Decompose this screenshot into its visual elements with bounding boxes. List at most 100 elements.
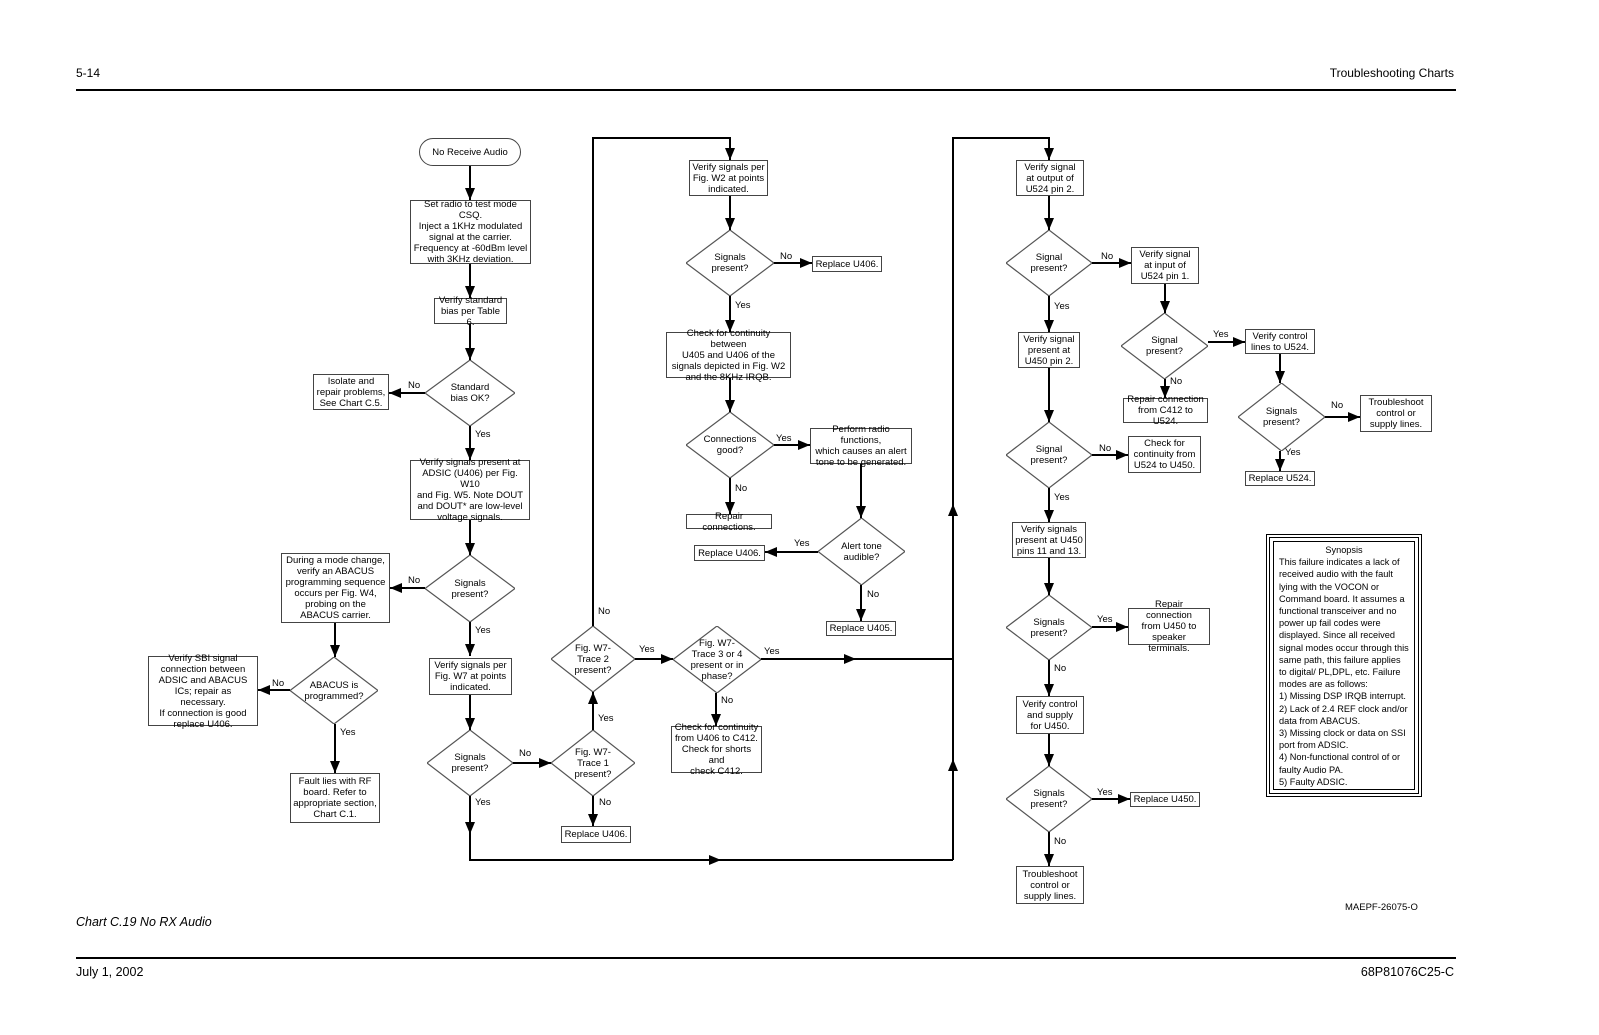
no-label: No	[735, 483, 748, 494]
replace-u450-box: Replace U450.	[1130, 792, 1200, 807]
signals-present-decision: Signals present?	[1238, 383, 1325, 451]
arrowhead	[1044, 583, 1054, 595]
no-label: No	[1331, 400, 1344, 411]
decision-text: Standard bias OK?	[450, 382, 490, 404]
signals-present-decision: Signals present?	[686, 230, 774, 296]
verify-u524-input-box: Verify signal at input of U524 pin 1.	[1131, 247, 1199, 284]
decision-text: Signal present?	[1030, 252, 1068, 274]
no-label: No	[1054, 663, 1067, 674]
yes-label: Yes	[1054, 492, 1070, 503]
arrowhead	[1044, 854, 1054, 866]
replace-u406-box: Replace U406.	[561, 826, 631, 843]
verify-u450-pins-box: Verify signals present at U450 pins 11 a…	[1012, 522, 1086, 558]
decision-text: Signals present?	[1263, 406, 1300, 428]
yes-label: Yes	[598, 713, 614, 724]
arrowhead	[258, 685, 270, 695]
trace34-decision: Fig. W7- Trace 3 or 4 present or in phas…	[673, 626, 761, 693]
decision-text: Signals present?	[451, 577, 489, 600]
no-label: No	[408, 575, 421, 586]
arrowhead	[465, 718, 475, 730]
arrowhead	[588, 692, 598, 704]
synopsis-box: Synopsis This failure indicates a lack o…	[1266, 534, 1422, 797]
no-label: No	[598, 606, 611, 617]
verify-sbi-box: Verify SBI signal connection between ADS…	[148, 653, 258, 730]
synopsis-title: Synopsis	[1325, 545, 1363, 555]
repair-c412-u524-box: Repair connection from C412 to U524.	[1123, 394, 1208, 427]
yes-label: Yes	[1285, 447, 1301, 458]
check-c412-box: Check for continuity from U406 to C412. …	[671, 722, 762, 777]
decision-text: Fig. W7- Trace 2 present?	[574, 642, 612, 676]
arrowhead	[390, 583, 402, 593]
arrowhead	[1044, 148, 1054, 160]
signal-present-decision: Signal present?	[1006, 230, 1092, 296]
verify-control-u450-box: Verify control and supply for U450.	[1016, 696, 1084, 734]
arrowhead	[330, 645, 340, 657]
no-label: No	[867, 589, 880, 600]
decision-text: Connections good?	[703, 434, 757, 456]
decision-text: Signals present?	[451, 752, 489, 774]
yes-label: Yes	[1097, 614, 1113, 625]
arrowhead	[661, 654, 673, 664]
signals-present-decision: Signals present?	[425, 555, 515, 622]
trace2-decision: Fig. W7- Trace 2 present?	[551, 626, 635, 692]
decision-text: Fig. W7- Trace 3 or 4 present or in phas…	[690, 637, 744, 682]
arrowhead	[1044, 218, 1054, 230]
abacus-programmed-decision: ABACUS is programmed?	[290, 657, 378, 724]
arrowhead	[1275, 371, 1285, 383]
figure-id: MAEPF-26075-O	[1345, 902, 1418, 913]
arrowhead	[765, 547, 777, 557]
decision-text: Signals present?	[711, 252, 749, 274]
no-label: No	[408, 380, 421, 391]
verify-u524-output-box: Verify signal at output of U524 pin 2.	[1016, 160, 1084, 196]
verify-w2-box: Verify signals per Fig. W2 at points ind…	[689, 160, 768, 196]
arrowhead	[725, 400, 735, 412]
verify-control-u524-box: Verify control lines to U524.	[1245, 329, 1315, 354]
arrowhead	[725, 320, 735, 332]
arrowhead	[465, 448, 475, 460]
connections-good-decision: Connections good?	[686, 412, 774, 478]
yes-label: Yes	[639, 644, 655, 655]
signal-present-decision: Signal present?	[1121, 313, 1208, 379]
fault-rf-box: Fault lies with RF board. Refer to appro…	[290, 773, 380, 823]
no-label: No	[1054, 836, 1067, 847]
bias-ok-decision: Standard bias OK?	[425, 360, 515, 426]
arrowhead	[1044, 754, 1054, 766]
section-title: Troubleshooting Charts	[1329, 66, 1454, 80]
arrowhead	[1044, 510, 1054, 522]
arrowhead	[588, 814, 598, 826]
yes-label: Yes	[735, 300, 751, 311]
no-label: No	[599, 797, 612, 808]
yes-label: Yes	[1097, 787, 1113, 798]
verify-bias-box: Verify standard bias per Table 6.	[434, 295, 507, 328]
arrowhead	[800, 258, 812, 268]
footer-date: July 1, 2002	[76, 965, 144, 979]
decision-text: Signal present?	[1146, 335, 1183, 357]
no-label: No	[721, 695, 734, 706]
decision-text: Fig. W7- Trace 1 present?	[574, 746, 612, 780]
set-radio-box: Set radio to test mode CSQ. Inject a 1KH…	[410, 199, 531, 265]
arrowhead	[844, 654, 856, 664]
arrowhead	[1116, 622, 1128, 632]
no-label: No	[1170, 376, 1183, 387]
arrowhead	[1044, 684, 1054, 696]
arrowhead	[1044, 410, 1054, 422]
verify-u450-pin2-box: Verify signal present at U450 pin 2.	[1018, 332, 1080, 368]
arrowhead	[389, 388, 401, 398]
repair-connections-box: Repair connections.	[686, 511, 772, 533]
replace-u406-box: Replace U406.	[812, 256, 882, 272]
yes-label: Yes	[340, 727, 356, 738]
page-number: 5-14	[76, 66, 101, 80]
check-u405-box: Check for continuity between U405 and U4…	[666, 328, 791, 383]
arrowhead	[711, 714, 721, 726]
no-label: No	[780, 251, 793, 262]
arrowhead	[465, 822, 475, 834]
arrowhead	[465, 543, 475, 555]
no-label: No	[1099, 443, 1112, 454]
arrowhead	[465, 188, 475, 200]
trace1-decision: Fig. W7- Trace 1 present?	[551, 730, 635, 796]
arrowhead	[725, 218, 735, 230]
arrowhead	[1348, 412, 1360, 422]
header-rule	[76, 89, 1456, 91]
arrowhead	[856, 506, 866, 518]
